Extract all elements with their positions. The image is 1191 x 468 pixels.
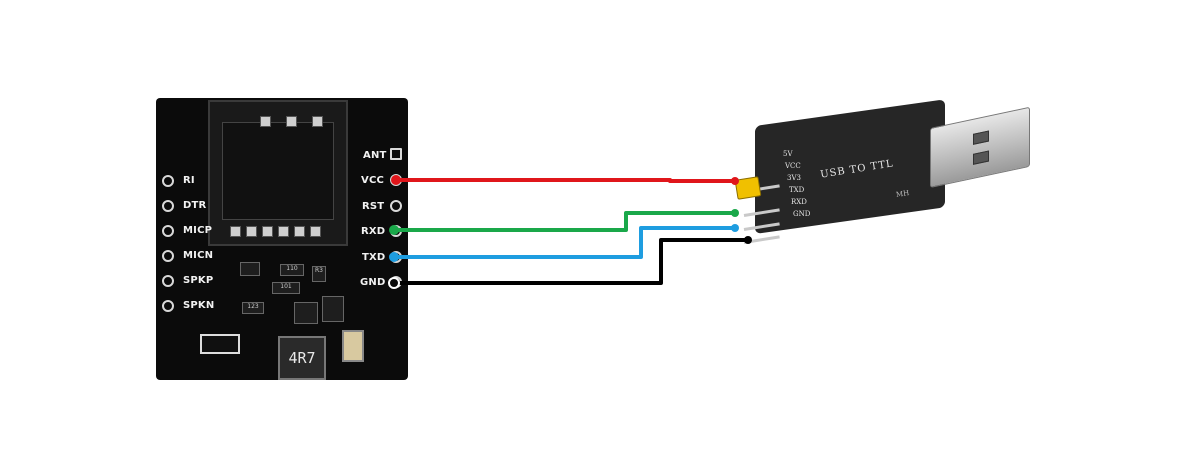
- pad-vcc: [390, 174, 402, 186]
- pad-micp: [162, 225, 174, 237]
- smd-ic: [294, 302, 318, 324]
- sim-contact: [262, 226, 273, 237]
- smd-component: [200, 334, 240, 354]
- usb-pin-label-5v: 5V: [783, 150, 793, 158]
- usb-pin-label-vcc: VCC: [785, 162, 801, 170]
- pin-label-rxd: RXD: [361, 226, 386, 237]
- pin-label-dtr: DTR: [183, 200, 207, 211]
- pad-txd: [390, 251, 402, 263]
- jumper-cap: [734, 176, 762, 200]
- smd-resistor: 123: [242, 302, 264, 314]
- sim-contact: [230, 226, 241, 237]
- smd-ic: [322, 296, 344, 322]
- usb-pin-label-rxd: RXD: [791, 198, 807, 206]
- sim-contact: [310, 226, 321, 237]
- smd-resistor: 110: [280, 264, 304, 276]
- pad-ant: [390, 148, 402, 160]
- usb-pin-label-txd: TXD: [789, 186, 805, 194]
- sim-contact: [260, 116, 271, 127]
- pad-spkp: [162, 275, 174, 287]
- sim-contact: [286, 116, 297, 127]
- usb-pin-label-3v3: 3V3: [787, 174, 801, 182]
- pin-label-micp: MICP: [183, 225, 213, 236]
- wire-gnd: [394, 238, 748, 285]
- capacitor: [342, 330, 364, 362]
- pin-label-vcc: VCC: [361, 175, 385, 186]
- smd-resistor: 101: [272, 282, 300, 294]
- pin-label-spkn: SPKN: [183, 300, 215, 311]
- pad-dtr: [162, 200, 174, 212]
- pin-label-ri: RI: [183, 175, 195, 186]
- wire-txd-end-adapter: [731, 224, 739, 232]
- pin-label-rst: RST: [362, 201, 385, 212]
- gsm-module-board: RI DTR MICP MICN SPKP SPKN ANT VCC RST R…: [156, 98, 408, 380]
- wire-txd-rxd: [394, 226, 735, 259]
- pad-rxd: [390, 225, 402, 237]
- sim-contact: [294, 226, 305, 237]
- sim-contact: [278, 226, 289, 237]
- wire-rxd-end-adapter: [731, 209, 739, 217]
- sim-card-slot: [208, 100, 348, 246]
- wire-rxd-txd: [394, 211, 735, 232]
- smd-resistor: R3: [312, 266, 326, 282]
- power-inductor: 4R7: [278, 336, 326, 380]
- pad-rst: [390, 200, 402, 212]
- pad-spkn: [162, 300, 174, 312]
- usb-plug-hole: [973, 150, 989, 165]
- usb-plug-hole: [973, 130, 989, 145]
- wire-vcc: [396, 178, 735, 183]
- pad-gnd: [390, 276, 402, 288]
- usb-pin-label-gnd: GND: [793, 210, 811, 218]
- pin-label-micn: MICN: [183, 250, 214, 261]
- pad-ri: [162, 175, 174, 187]
- pin-label-txd: TXD: [362, 252, 386, 263]
- smd-chip: [240, 262, 260, 276]
- pin-label-ant: ANT: [363, 150, 387, 161]
- pad-micn: [162, 250, 174, 262]
- sim-contact: [246, 226, 257, 237]
- usb-plug: [930, 106, 1030, 188]
- sim-contact: [312, 116, 323, 127]
- header-pin: [743, 235, 780, 244]
- pin-label-spkp: SPKP: [183, 275, 214, 286]
- sim-card-holder: [222, 122, 334, 220]
- pin-label-gnd: GND: [360, 277, 386, 288]
